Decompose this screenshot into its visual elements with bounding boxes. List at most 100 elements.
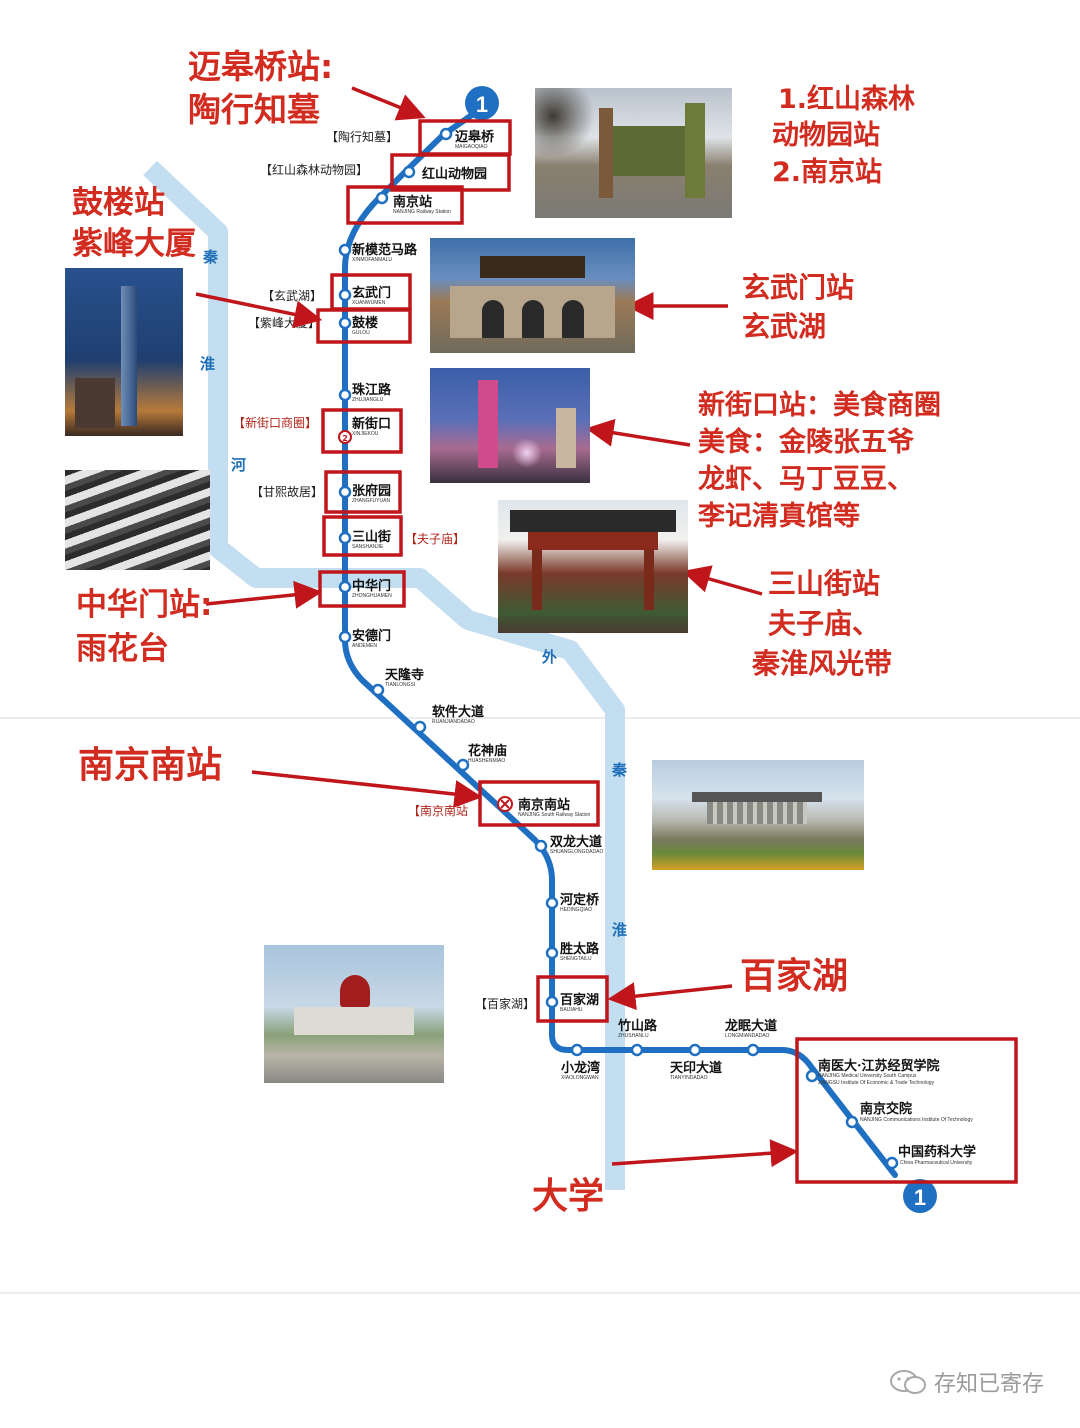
station-label: 竹山路 ZHUSHANLU <box>617 1018 658 1039</box>
attraction-label: 【百家湖】 <box>475 996 535 1011</box>
svg-text:ZHUSHANLU: ZHUSHANLU <box>618 1033 649 1039</box>
line-1-badge-top: 1 <box>465 86 499 120</box>
attraction-label: 【新街口商圈】 <box>233 415 317 430</box>
station-label: 新街口 XINJIEKOU <box>352 416 391 437</box>
svg-text:BAIJIAHU: BAIJIAHU <box>560 1007 583 1013</box>
station-label: 龙眠大道 LONGMIANDADAO <box>725 1018 777 1039</box>
south-station-interchange-icon <box>497 796 513 812</box>
xinjiekou-night-photo <box>430 368 590 483</box>
zifeng-tower-photo <box>65 268 183 436</box>
svg-text:玄武门: 玄武门 <box>352 285 391 301</box>
svg-text:双龙大道: 双龙大道 <box>550 834 602 850</box>
river-label: 淮 <box>200 355 215 373</box>
attraction-label: 【甘熙故居】 <box>251 484 323 499</box>
svg-text:紫峰大厦: 紫峰大厦 <box>72 226 196 262</box>
station-dot <box>570 1043 584 1057</box>
annotation-xinjiekou: 新街口站：美食商圈 美食：金陵张五爷 龙虾、马丁豆豆、 李记清真馆等 <box>697 389 941 532</box>
svg-text:玄武门站: 玄武门站 <box>742 271 854 304</box>
svg-text:NANJING Communications Institu: NANJING Communications Institute Of Tech… <box>860 1117 973 1123</box>
annotation-arrow <box>195 292 323 329</box>
svg-text:三山街: 三山街 <box>352 529 391 545</box>
station-dot <box>545 946 559 960</box>
station-dot <box>338 243 352 257</box>
station-label: 花神庙 HUASHENMIAO <box>468 743 507 764</box>
station-label: 双龙大道 SHUANGLONGDADAO <box>550 834 603 855</box>
station-dot <box>545 896 559 910</box>
annotation-arrow <box>681 565 763 596</box>
svg-text:1: 1 <box>914 1185 926 1210</box>
xinjiekou-interchange-icon: 2 <box>338 430 352 444</box>
svg-text:天隆寺: 天隆寺 <box>385 667 424 683</box>
svg-text:夫子庙、: 夫子庙、 <box>768 607 880 640</box>
station-dot <box>371 683 385 697</box>
station-dot <box>338 531 352 545</box>
svg-text:1: 1 <box>476 92 488 117</box>
svg-text:天印大道: 天印大道 <box>670 1060 722 1076</box>
svg-text:LONGMIANDADAO: LONGMIANDADAO <box>725 1033 770 1039</box>
svg-text:花神庙: 花神庙 <box>468 743 507 759</box>
svg-text:2.南京站: 2.南京站 <box>772 156 882 188</box>
svg-text:XINMOFANMALU: XINMOFANMALU <box>352 257 392 263</box>
annotation-arrow <box>205 580 323 609</box>
station-label: 玄武门 XUANWUMEN <box>352 285 391 306</box>
svg-text:鼓楼站: 鼓楼站 <box>72 185 165 221</box>
svg-text:竹山路: 竹山路 <box>617 1018 658 1034</box>
svg-text:美食：金陵张五爷: 美食：金陵张五爷 <box>698 426 914 458</box>
svg-text:张府园: 张府园 <box>352 483 391 499</box>
station-dot <box>413 720 427 734</box>
station-label: 珠江路 ZHUJIANGLU <box>352 382 392 403</box>
svg-text:China Pharmaceutical Universit: China Pharmaceutical University <box>900 1160 973 1166</box>
svg-text:RUANJIANDADAO: RUANJIANDADAO <box>432 719 475 725</box>
highlight-box <box>322 515 403 557</box>
line-1-badge-bottom: 1 <box>903 1179 937 1213</box>
svg-text:南医大·江苏经贸学院: 南医大·江苏经贸学院 <box>818 1058 940 1074</box>
station-dot <box>439 127 453 141</box>
station-dot <box>375 191 389 205</box>
watermark: 存知已寄存 <box>888 1366 1044 1398</box>
svg-text:NANJING Medical University Sou: NANJING Medical University South Campus <box>818 1073 917 1079</box>
svg-text:南京交院: 南京交院 <box>860 1101 912 1117</box>
station-dot <box>545 995 559 1009</box>
annotation-hongshan: 1.红山森林 动物园站 2.南京站 <box>772 83 915 188</box>
station-label: 三山街 SANSHANJIE <box>352 529 391 550</box>
river-label: 秦 <box>611 761 628 779</box>
annotation-sanshanjie: 三山街站 夫子庙、 秦淮风光带 <box>751 567 892 680</box>
station-label: 张府园 ZHANGFUYUAN <box>352 483 391 504</box>
river-label: 河 <box>231 456 246 474</box>
station-label: 中华门 ZHONGHUAMEN <box>352 578 392 599</box>
svg-text:SHUANGLONGDADAO: SHUANGLONGDADAO <box>550 849 603 855</box>
svg-text:新街口站：美食商圈: 新街口站：美食商圈 <box>698 389 941 421</box>
station-dot <box>746 1043 760 1057</box>
svg-text:ZHUJIANGLU: ZHUJIANGLU <box>352 397 384 403</box>
svg-text:2: 2 <box>342 434 348 443</box>
svg-text:南京南站: 南京南站 <box>518 797 570 813</box>
svg-text:河定桥: 河定桥 <box>560 892 600 908</box>
highlight-box <box>795 1037 1018 1184</box>
svg-text:XUANWUMEN: XUANWUMEN <box>352 300 386 306</box>
svg-text:雨花台: 雨花台 <box>76 631 169 667</box>
highlight-box <box>346 185 464 225</box>
svg-text:安德门: 安德门 <box>352 628 391 644</box>
station-dot <box>338 316 352 330</box>
svg-text:龙眠大道: 龙眠大道 <box>725 1018 777 1034</box>
svg-text:MAIGAOQIAO: MAIGAOQIAO <box>455 144 488 150</box>
svg-text:珠江路: 珠江路 <box>352 382 392 398</box>
annotation-gulou: 鼓楼站 紫峰大厦 <box>72 185 196 262</box>
svg-text:动物园站: 动物园站 <box>772 120 880 151</box>
annotation-nanjingnan: 南京南站 <box>78 744 222 786</box>
zoo-gate-photo <box>535 88 732 218</box>
south-station-photo <box>652 760 864 870</box>
svg-text:ZHONGHUAMEN: ZHONGHUAMEN <box>352 593 392 599</box>
svg-text:小龙湾: 小龙湾 <box>561 1060 600 1076</box>
svg-text:玄武湖: 玄武湖 <box>742 310 826 343</box>
annotation-arrow <box>251 770 483 809</box>
svg-text:GULOU: GULOU <box>352 330 370 336</box>
station-dot <box>338 580 352 594</box>
station-dot <box>402 165 416 179</box>
station-dot <box>338 485 352 499</box>
svg-text:HEDINGQIAO: HEDINGQIAO <box>560 907 592 913</box>
station-label: 河定桥 HEDINGQIAO <box>560 892 600 913</box>
station-dot <box>845 1115 859 1129</box>
station-label: 安德门 ANDEMEN <box>352 628 391 649</box>
